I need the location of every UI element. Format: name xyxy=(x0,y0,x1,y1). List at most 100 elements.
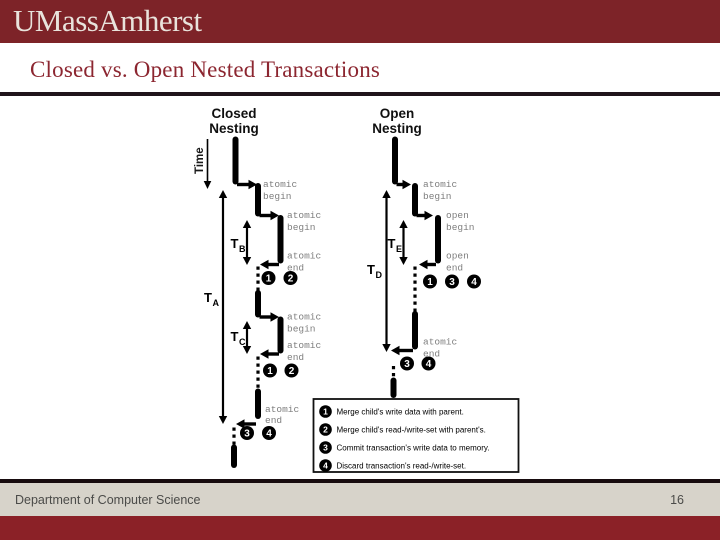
svg-text:2: 2 xyxy=(289,366,295,377)
svg-text:T: T xyxy=(367,262,375,277)
open-nesting-diagram: Open Nesting T D atomic begin xyxy=(367,106,481,398)
open-badges-row1: 1 3 4 xyxy=(423,274,481,289)
legend-border xyxy=(312,398,520,473)
te-label: T E xyxy=(388,236,403,254)
tc-duration-arrow xyxy=(242,321,252,354)
svg-text:3: 3 xyxy=(449,277,455,288)
time-label: Time xyxy=(194,147,206,174)
badge-circle xyxy=(467,274,481,289)
svg-text:T: T xyxy=(204,290,212,305)
closed-end-arrow-2 xyxy=(260,349,279,359)
svg-text:end: end xyxy=(423,349,440,360)
closed-begin-arrow-2 xyxy=(259,210,279,221)
svg-text:atomic: atomic xyxy=(287,312,322,323)
closed-atomic-begin-label-1: atomic begin xyxy=(263,179,298,202)
legend-item-1: 1 Merge child's write data with parent. xyxy=(319,405,464,418)
badge-circle xyxy=(400,356,414,371)
open-atomic-begin-label: atomic begin xyxy=(423,179,458,202)
td-duration-arrow xyxy=(382,190,391,352)
svg-text:1: 1 xyxy=(266,274,272,285)
svg-text:1: 1 xyxy=(427,277,433,288)
title-divider xyxy=(0,92,720,96)
svg-text:end: end xyxy=(446,263,463,274)
svg-text:end: end xyxy=(265,415,282,426)
badge-circle xyxy=(423,274,437,289)
legend-badge-circle xyxy=(319,441,332,454)
svg-text:begin: begin xyxy=(287,324,316,335)
badge-circle xyxy=(262,426,276,440)
closed-atomic-end-label-2: atomic end xyxy=(287,340,322,363)
legend-badge-circle xyxy=(319,405,332,418)
svg-text:atomic: atomic xyxy=(423,179,458,190)
svg-text:A: A xyxy=(213,298,220,308)
td-label: T D xyxy=(367,262,383,280)
open-open-end-label: open end xyxy=(446,251,469,274)
badge-circle xyxy=(283,271,298,285)
badge-circle xyxy=(421,356,436,371)
umass-amherst-logo: UMassAmherst xyxy=(13,3,202,38)
svg-text:4: 4 xyxy=(471,277,477,288)
legend-item-text: Discard transaction's read-/write-set. xyxy=(337,461,467,470)
closed-end-arrow-1 xyxy=(260,259,279,270)
open-badges-row2: 3 4 xyxy=(400,356,436,371)
legend-item-text: Merge child's write data with parent. xyxy=(337,407,464,416)
closed-begin-arrow-3 xyxy=(259,312,279,322)
legend-badge-circle xyxy=(319,459,332,472)
svg-text:1: 1 xyxy=(323,407,328,417)
svg-text:begin: begin xyxy=(287,222,316,233)
ta-label: T A xyxy=(204,290,220,308)
svg-text:4: 4 xyxy=(323,461,328,471)
svg-text:open: open xyxy=(446,251,469,262)
time-arrow xyxy=(203,139,212,189)
closed-badges-row3: 3 4 xyxy=(240,426,276,440)
svg-text:begin: begin xyxy=(263,191,292,202)
badge-circle xyxy=(261,271,276,285)
tc-label: T C xyxy=(231,329,247,347)
svg-text:2: 2 xyxy=(323,425,328,435)
legend-box: 1 Merge child's write data with parent. … xyxy=(312,398,520,473)
svg-text:3: 3 xyxy=(323,443,328,453)
footer-divider xyxy=(0,479,720,483)
legend-badge-circle xyxy=(319,423,332,436)
te-duration-arrow xyxy=(399,220,408,265)
open-end-arrow-2 xyxy=(391,345,413,356)
open-nesting-title-line1: Open xyxy=(380,106,415,121)
svg-text:atomic: atomic xyxy=(287,251,322,262)
legend-item-text: Merge child's read-/write-set with paren… xyxy=(337,425,486,434)
tb-label: T B xyxy=(231,236,247,254)
badge-circle xyxy=(240,426,254,440)
closed-badges-row2: 1 2 xyxy=(263,363,299,378)
svg-text:E: E xyxy=(396,244,402,254)
closed-end-arrow-3 xyxy=(236,419,256,429)
closed-badges-row1: 1 2 xyxy=(261,271,298,285)
svg-text:4: 4 xyxy=(266,429,272,440)
open-begin-arrow-2 xyxy=(416,210,433,221)
legend-item-2: 2 Merge child's read-/write-set with par… xyxy=(319,423,486,436)
open-open-begin-label: open begin xyxy=(446,210,475,233)
closed-nesting-title-line2: Nesting xyxy=(209,121,259,136)
legend-item-text: Commit transaction's write data to memor… xyxy=(337,443,490,452)
closed-atomic-begin-label-3: atomic begin xyxy=(287,312,322,335)
badge-circle xyxy=(284,363,299,378)
ta-duration-arrow xyxy=(218,190,228,424)
svg-text:T: T xyxy=(231,329,239,344)
closed-begin-arrow-1 xyxy=(237,179,257,190)
svg-text:B: B xyxy=(239,244,246,254)
svg-text:atomic: atomic xyxy=(263,179,298,190)
legend-item-4: 4 Discard transaction's read-/write-set. xyxy=(319,459,466,472)
closed-atomic-begin-label-2: atomic begin xyxy=(287,210,322,233)
closed-nesting-title-line1: Closed xyxy=(211,106,256,121)
badge-circle xyxy=(263,363,277,378)
svg-text:C: C xyxy=(239,337,246,347)
open-atomic-end-label: atomic end xyxy=(423,337,458,360)
open-begin-arrow-1 xyxy=(396,179,411,190)
svg-text:1: 1 xyxy=(267,366,273,377)
svg-text:D: D xyxy=(376,270,383,280)
footer-department: Department of Computer Science xyxy=(15,492,201,507)
svg-text:3: 3 xyxy=(404,359,410,370)
svg-text:T: T xyxy=(231,236,239,251)
svg-text:atomic: atomic xyxy=(265,404,300,415)
legend-item-3: 3 Commit transaction's write data to mem… xyxy=(319,441,489,454)
